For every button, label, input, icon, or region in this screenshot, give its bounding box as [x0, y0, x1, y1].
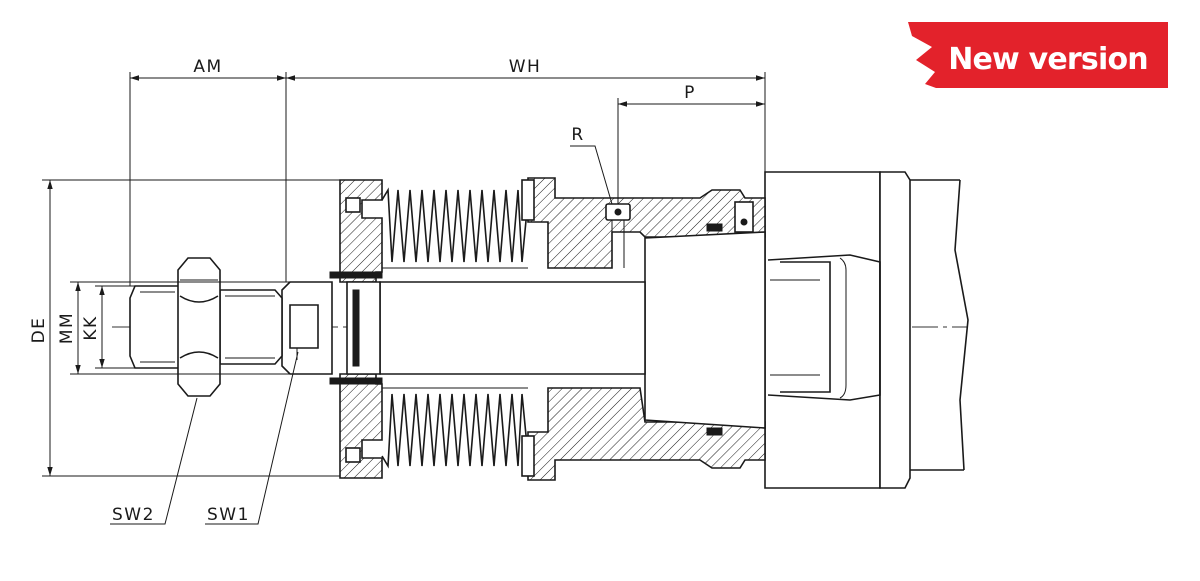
sw2-label: SW2 [112, 505, 155, 525]
leader-r: R [570, 125, 613, 205]
mm-label: MM [57, 312, 77, 344]
mounting-flange [764, 171, 969, 489]
am-label: AM [193, 57, 222, 77]
rod-end-sw1 [281, 281, 333, 375]
kk-label: KK [81, 315, 101, 340]
cylinder-body [527, 177, 766, 481]
badge-shape [908, 22, 1168, 88]
lock-nut-sw2 [177, 257, 221, 397]
piston-sleeve [644, 223, 766, 436]
front-flange [329, 179, 383, 479]
dimension-mm: MM [57, 281, 330, 375]
new-version-badge: New version [908, 22, 1168, 88]
dimension-kk: KK [81, 285, 135, 369]
dimension-p: P [617, 83, 765, 204]
badge-text: New version [948, 42, 1148, 77]
p-label: P [684, 83, 696, 103]
wh-label: WH [509, 57, 542, 77]
threaded-stud [129, 285, 283, 369]
piston-rod [379, 281, 646, 375]
dimension-de: DE [29, 179, 340, 477]
sw1-label: SW1 [207, 505, 250, 525]
bellows [381, 179, 535, 477]
dimension-am: AM [129, 57, 287, 286]
leader-sw2: SW2 [110, 397, 198, 525]
de-label: DE [29, 317, 49, 344]
leader-sw1: SW1 [205, 351, 299, 525]
dimension-wh: WH [286, 57, 766, 172]
r-label: R [571, 125, 584, 145]
